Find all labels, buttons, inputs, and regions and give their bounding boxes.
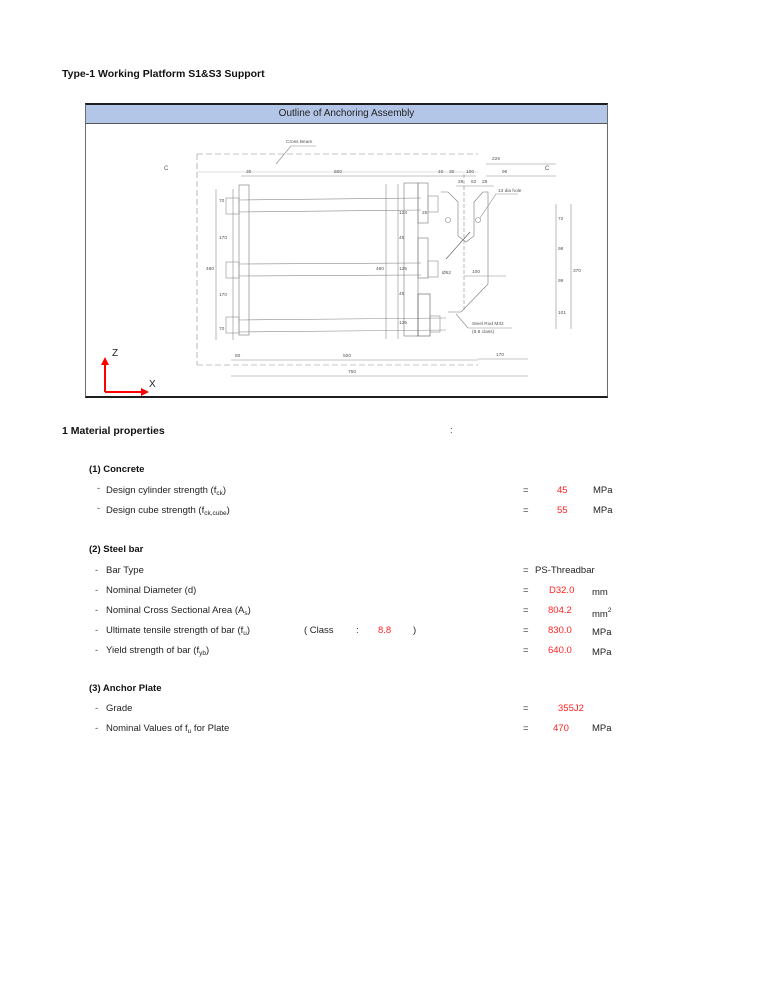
row-label: Grade (106, 703, 133, 714)
dim-top-96: 96 (502, 169, 508, 175)
row-dash: - (95, 565, 99, 576)
dim-hole-dia: Ø52 (442, 270, 451, 276)
equals: = (523, 605, 529, 616)
row-label: Nominal Diameter (d) (106, 585, 197, 596)
cross-beam-label: Cross Beam (286, 139, 312, 145)
row-dash: - (95, 625, 99, 636)
rod-note-1: Steel Rod M32 (472, 321, 504, 327)
dim-plate-28b: 28 (482, 179, 488, 185)
grade-value: 355J2 (558, 703, 584, 714)
dim-left-170a: 170 (219, 235, 227, 241)
equals: = (523, 723, 529, 734)
row-label: Design cube strength (fck,cube) (106, 505, 230, 517)
rod-note-2: (8.8 class) (472, 329, 495, 335)
row-dash: - (97, 503, 101, 514)
row-dash: - (95, 585, 99, 596)
class-note-open: ( Class (304, 625, 334, 636)
unit: mm2 (592, 607, 612, 620)
axis-x-label: X (149, 379, 156, 390)
dim-top-40: 40 (438, 169, 444, 175)
dim-right-101: 101 (558, 310, 566, 316)
section-title: 1 Material properties (62, 425, 165, 437)
unit: MPa (593, 485, 613, 496)
row-label: Yield strength of bar (fyb) (106, 645, 210, 657)
row-label: Nominal Cross Sectional Area (As) (106, 605, 251, 617)
dim-plate-28a: 28 (458, 179, 464, 185)
unit: MPa (592, 647, 612, 658)
unit: mm (592, 587, 608, 598)
dim-bottom-750: 750 (348, 369, 356, 375)
diameter-value: D32.0 (549, 585, 575, 596)
row-dash: - (95, 605, 99, 616)
dim-left-480: 480 (206, 266, 214, 272)
unit: MPa (592, 723, 612, 734)
dim-right-99: 99 (558, 278, 564, 284)
row-dash: - (95, 723, 99, 734)
dim-right-72: 72 (558, 216, 564, 222)
fck-cube-value: 55 (557, 505, 568, 516)
dim-right-98: 98 (558, 246, 564, 252)
dim-bottom-500: 500 (343, 353, 351, 359)
class-note-colon: : (356, 625, 359, 636)
dim-top-30b: 30 (449, 169, 455, 175)
equals: = (523, 645, 529, 656)
dim-mid-45a: 45 (399, 235, 405, 241)
dim-left-70a: 70 (219, 198, 225, 204)
steel-bar-title: (2) Steel bar (89, 544, 144, 555)
unit: MPa (592, 627, 612, 638)
dim-mid-480: 480 (376, 266, 384, 272)
unit: MPa (593, 505, 613, 516)
figure-header: Outline of Anchoring Assembly (86, 105, 607, 124)
concrete-title: (1) Concrete (89, 464, 145, 475)
fu-value: 830.0 (548, 625, 572, 636)
equals: = (523, 703, 529, 714)
dim-bottom-170: 170 (496, 352, 504, 358)
fck-value: 45 (557, 485, 568, 496)
hole-note: 13 dia hole (498, 188, 522, 194)
equals: = (523, 585, 529, 596)
dim-left-170b: 170 (219, 292, 227, 298)
row-label: Ultimate tensile strength of bar (fu) (106, 625, 251, 637)
equals: = (523, 485, 529, 496)
section-mark-right: C (545, 166, 550, 172)
row-dash: - (97, 483, 101, 494)
plate-fu-value: 470 (553, 723, 569, 734)
dim-bolt-gap: 25 (422, 210, 428, 216)
dim-top-500: 500 (334, 169, 342, 175)
dim-mid-125a: 125 (399, 266, 407, 272)
row-dash: - (95, 645, 99, 656)
dim-top-226: 226 (492, 156, 500, 162)
bolt-class-value: 8.8 (378, 625, 392, 636)
row-label: Bar Type (106, 565, 144, 576)
dim-top-30: 30 (246, 169, 252, 175)
area-value: 804.2 (548, 605, 572, 616)
dim-bottom-80: 80 (235, 353, 241, 359)
dim-mid-124: 124 (399, 210, 407, 216)
section-mark-left: C (164, 166, 169, 172)
dim-plate-100: 100 (472, 269, 480, 275)
dim-plate-62: 62 (471, 179, 477, 185)
row-dash: - (95, 703, 99, 714)
bar-type-value: PS-Threadbar (535, 565, 595, 576)
dim-mid-125b: 125 (399, 320, 407, 326)
anchoring-assembly-drawing: C C Cross Beam 13 dia hole Steel Rod M32… (101, 139, 581, 396)
equals: = (523, 565, 529, 576)
equals: = (523, 505, 529, 516)
row-label: Design cylinder strength (fck) (106, 485, 227, 497)
class-note-close: ) (413, 625, 417, 636)
equals: = (523, 625, 529, 636)
dim-left-70b: 70 (219, 326, 225, 332)
figure-frame: Outline of Anchoring Assembly (85, 103, 608, 398)
row-label: Nominal Values of fu for Plate (106, 723, 230, 735)
section-colon: : (450, 425, 453, 436)
dim-top-100: 100 (466, 169, 474, 175)
fyb-value: 640.0 (548, 645, 572, 656)
dim-mid-45b: 45 (399, 291, 405, 297)
axis-z-label: Z (112, 348, 118, 359)
axis-indicator: Z X (101, 348, 156, 396)
anchor-plate-title: (3) Anchor Plate (89, 683, 162, 694)
document-title: Type-1 Working Platform S1&S3 Support (62, 68, 265, 80)
dim-right-370: 370 (573, 268, 581, 274)
